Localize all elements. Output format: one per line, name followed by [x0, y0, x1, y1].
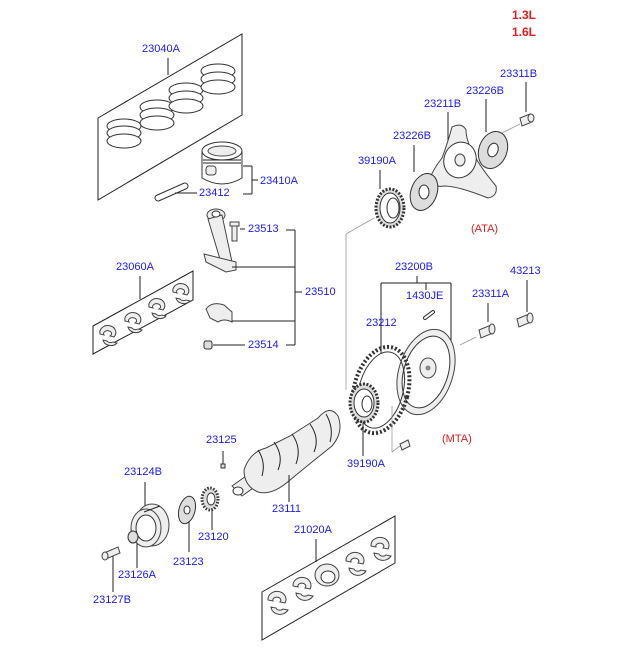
crank-washer: [177, 495, 197, 525]
conrod-bolt: [229, 221, 240, 242]
label-23125[interactable]: 23125: [206, 434, 237, 446]
crank-key: [220, 463, 226, 469]
label-21020a[interactable]: 21020A: [294, 524, 333, 536]
drive-plate: [429, 124, 497, 199]
label-43213[interactable]: 43213: [510, 265, 541, 277]
drive-plate-assembly-ata[interactable]: 23311B 23226B 23211B 23226B 39190A: [345, 68, 537, 390]
flywheel-assembly-mta[interactable]: 23200B 1430JE 23212 39190A: [344, 261, 541, 470]
main-bearing-panel: [261, 515, 396, 641]
ring-set-panel: [97, 33, 243, 201]
label-1430je[interactable]: 1430JE: [406, 290, 443, 302]
label-23226b-rear[interactable]: 23226B: [466, 85, 504, 97]
note-mta: (MTA): [442, 433, 472, 445]
note-ata: (ATA): [471, 223, 498, 235]
conrod-bearing-set[interactable]: 23060A: [92, 261, 194, 355]
flywheel-bolt-alt: [516, 312, 534, 328]
sensor-wheel-ata: [374, 187, 406, 229]
ring-gear-bolt: [399, 439, 411, 451]
crankshaft: [231, 410, 341, 497]
label-23040a[interactable]: 23040A: [142, 43, 181, 55]
engine-variant-1-3l: 1.3L: [512, 8, 536, 22]
drive-plate-bolt: [519, 113, 535, 127]
piston-pin: [154, 182, 189, 202]
bearing-shells: [99, 283, 191, 347]
label-23311a[interactable]: 23311A: [472, 288, 510, 300]
label-23120[interactable]: 23120: [198, 531, 229, 543]
conrod-cap: [205, 303, 233, 323]
conrod-nut: [203, 340, 213, 350]
label-23127b[interactable]: 23127B: [93, 594, 131, 606]
crank-sprocket: [200, 486, 220, 512]
label-39190a-ata[interactable]: 39190A: [358, 155, 397, 167]
label-23211b[interactable]: 23211B: [424, 98, 461, 110]
label-23410a[interactable]: 23410A: [260, 175, 299, 187]
drive-plate-adapter-front: [409, 173, 439, 211]
label-23060a[interactable]: 23060A: [116, 261, 155, 273]
piston-assembly[interactable]: 23410A 23412: [154, 141, 299, 202]
label-23124b[interactable]: 23124B: [124, 466, 162, 478]
crank-pulley: [130, 503, 170, 548]
label-23513[interactable]: 23513: [248, 223, 279, 235]
label-23514[interactable]: 23514: [248, 339, 279, 351]
flywheel-bolt: [478, 323, 496, 339]
conrod-bearing-panel: [92, 270, 194, 355]
sensor-wheel-mta: [348, 382, 380, 424]
connecting-rod-assembly[interactable]: 23513 23514 23510: [203, 208, 336, 351]
label-39190a-mta[interactable]: 39190A: [347, 458, 386, 470]
piston-ring-stack: [106, 63, 236, 149]
label-23200b[interactable]: 23200B: [395, 261, 433, 273]
label-23510[interactable]: 23510: [305, 286, 336, 298]
crankshaft-assembly[interactable]: 23111 23125 23120 23123 23124B: [93, 410, 341, 606]
pulley-bolt: [101, 546, 121, 561]
label-23123[interactable]: 23123: [173, 556, 204, 568]
label-23126a[interactable]: 23126A: [118, 569, 157, 581]
main-bearing-shells: [267, 536, 392, 615]
label-23311b[interactable]: 23311B: [500, 68, 537, 80]
flywheel: [396, 328, 456, 416]
label-23412[interactable]: 23412: [199, 187, 230, 199]
main-bearing-set[interactable]: 21020A: [261, 515, 396, 641]
label-23111[interactable]: 23111: [272, 503, 301, 515]
drive-plate-adapter-rear: [477, 131, 509, 169]
piston-ring-set[interactable]: 23040A: [97, 33, 243, 201]
engine-variant-1-6l: 1.6L: [512, 25, 536, 39]
flywheel-pin: [423, 310, 435, 320]
label-23212[interactable]: 23212: [366, 317, 397, 329]
connecting-rod: [203, 208, 237, 273]
label-23226b-front[interactable]: 23226B: [393, 130, 431, 142]
pulley-washer: [127, 530, 139, 544]
